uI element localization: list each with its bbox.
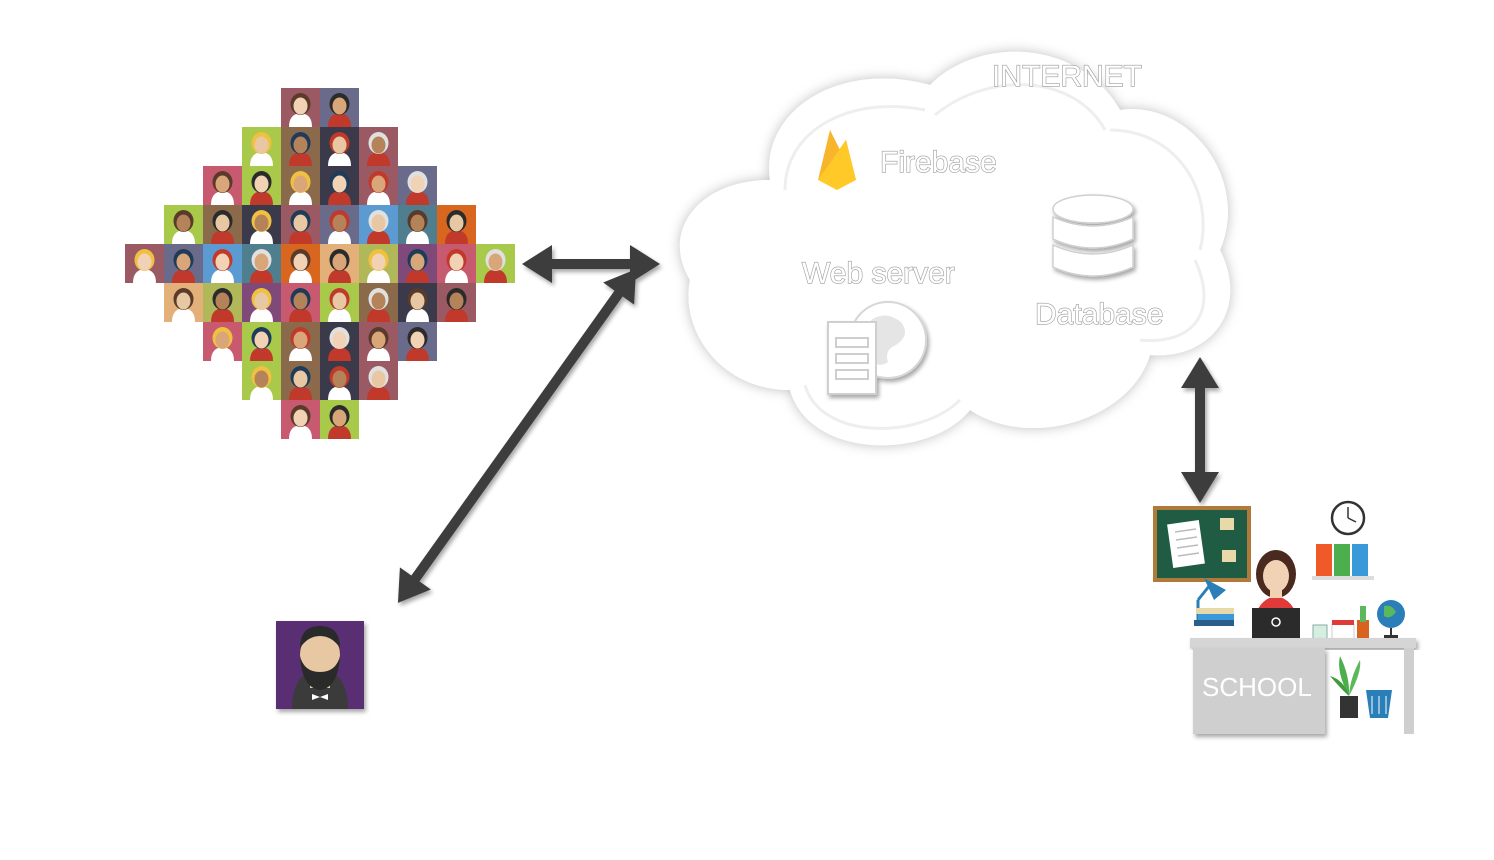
avatar-icon (398, 283, 437, 322)
webserver-label: Web server (802, 257, 955, 290)
arrow-user-cloud (397, 269, 637, 603)
avatar-icon (242, 361, 281, 400)
avatar-icon (359, 244, 398, 283)
avatar-icon (359, 322, 398, 361)
school-label: SCHOOL (1202, 672, 1312, 702)
school-scene: SCHOOL (1153, 500, 1416, 734)
avatar-icon (242, 322, 281, 361)
avatar-icon (476, 244, 515, 283)
avatar-icon (242, 283, 281, 322)
avatar-icon (281, 283, 320, 322)
avatar-icon (281, 88, 320, 127)
single-user-avatar (276, 621, 364, 709)
avatar-icon (398, 205, 437, 244)
internet-title: INTERNET (992, 60, 1142, 93)
avatar-icon (437, 205, 476, 244)
avatar-icon (320, 166, 359, 205)
avatar-icon (320, 283, 359, 322)
avatar-icon (203, 283, 242, 322)
avatar-icon (125, 244, 164, 283)
avatar-icon (359, 283, 398, 322)
avatar-icon (437, 283, 476, 322)
avatar-icon (320, 127, 359, 166)
avatar-icon (203, 205, 242, 244)
avatar-icon (242, 205, 281, 244)
avatar-icon (320, 400, 359, 439)
cloud-inner-outline (783, 83, 1206, 430)
firebase-icon (818, 130, 856, 190)
avatar-icon (359, 205, 398, 244)
avatar-icon (203, 322, 242, 361)
avatar-icon (320, 322, 359, 361)
avatar-icon (242, 166, 281, 205)
avatar-icon (281, 127, 320, 166)
avatar-icon (398, 322, 437, 361)
database-label: Database (1035, 298, 1163, 331)
avatar-icon (398, 244, 437, 283)
avatar-icon (203, 244, 242, 283)
avatar-icon (281, 322, 320, 361)
avatar-icon (164, 244, 203, 283)
arrow-crowd-cloud (522, 245, 660, 283)
avatar-icon (242, 244, 281, 283)
web-server-icon (827, 301, 927, 395)
avatar-icon (281, 400, 320, 439)
avatar-icon (281, 244, 320, 283)
avatar-icon (359, 127, 398, 166)
avatar-icon (320, 88, 359, 127)
user-crowd-grid (125, 88, 515, 439)
avatar-icon (359, 361, 398, 400)
avatar-icon (359, 166, 398, 205)
avatar-icon (320, 244, 359, 283)
avatar-icon (437, 244, 476, 283)
avatar-icon (164, 205, 203, 244)
arrow-cloud-school (1181, 357, 1219, 503)
connection-arrows (397, 245, 1219, 603)
avatar-icon (281, 361, 320, 400)
avatar-icon (281, 166, 320, 205)
avatar-icon (203, 166, 242, 205)
internet-cloud (679, 51, 1231, 446)
avatar-icon (164, 283, 203, 322)
avatar-icon (320, 361, 359, 400)
firebase-label: Firebase (880, 146, 997, 179)
avatar-icon (398, 166, 437, 205)
avatar-icon (242, 127, 281, 166)
database-icon (1052, 194, 1134, 277)
avatar-icon (281, 205, 320, 244)
avatar-icon (320, 205, 359, 244)
